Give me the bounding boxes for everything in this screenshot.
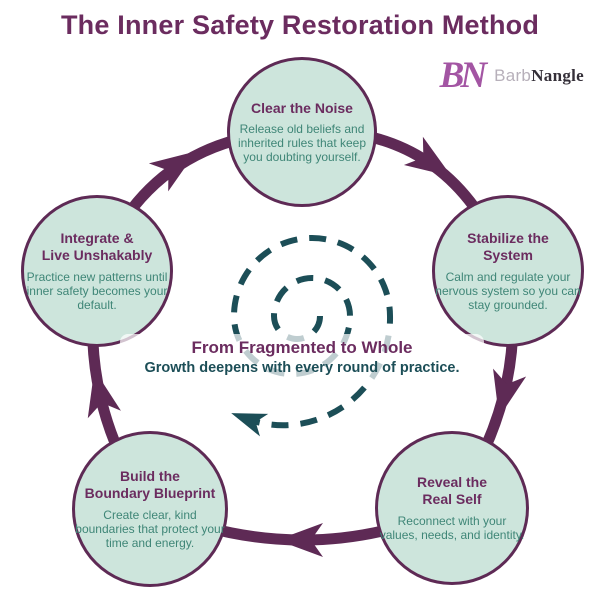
cycle-arrow-icon-left <box>87 369 121 419</box>
cycle-arrow-icon-top-left <box>148 151 197 192</box>
step-node-reveal-the-real-self: Reveal the Real Self Reconnect with your… <box>375 431 529 585</box>
center-caption-subline: Growth deepens with every round of pract… <box>144 360 460 377</box>
spiral-arrowhead-icon <box>231 413 269 437</box>
brand-logo: BN BarbNangle <box>440 57 584 94</box>
step-body: Release old beliefs and inherited rules … <box>237 122 367 165</box>
step-body: Calm and regulate your nervous system so… <box>435 269 581 313</box>
brand-name-last: Nangle <box>531 65 584 85</box>
step-node-clear-the-noise: Clear the Noise Release old beliefs and … <box>227 57 377 207</box>
brand-name: BarbNangle <box>494 66 584 86</box>
spiral-icon <box>230 235 394 429</box>
step-title: Build the Boundary Blueprint <box>84 467 216 502</box>
center-caption-headline: From Fragmented to Whole <box>191 338 413 357</box>
step-node-build-the-boundary-blueprint: Build the Boundary Blueprint Create clea… <box>72 431 228 587</box>
step-title: Stabilize the System <box>467 229 549 264</box>
cycle-arrow-icon-top-right <box>403 136 452 177</box>
brand-name-first: Barb <box>494 65 532 85</box>
cycle-arrow-icon-bottom <box>277 523 323 557</box>
step-node-integrate-and-live-unshakably: Integrate & Live Unshakably Practice new… <box>21 195 173 347</box>
step-body: Practice new patterns until inner safety… <box>26 269 168 313</box>
cycle-arrow-icon-right <box>493 368 527 418</box>
step-title: Reveal the Real Self <box>416 473 488 508</box>
step-title: Integrate & Live Unshakably <box>41 229 153 264</box>
step-title: Clear the Noise <box>251 99 353 116</box>
step-body: Create clear, kind boundaries that prote… <box>75 507 225 551</box>
step-body: Reconnect with your values, needs, and i… <box>379 513 525 542</box>
step-node-stabilize-the-system: Stabilize the System Calm and regulate y… <box>432 195 584 347</box>
page-title: The Inner Safety Restoration Method <box>60 10 540 40</box>
center-caption: From Fragmented to Whole Growth deepens … <box>120 334 484 381</box>
brand-monogram: BN <box>439 55 487 96</box>
